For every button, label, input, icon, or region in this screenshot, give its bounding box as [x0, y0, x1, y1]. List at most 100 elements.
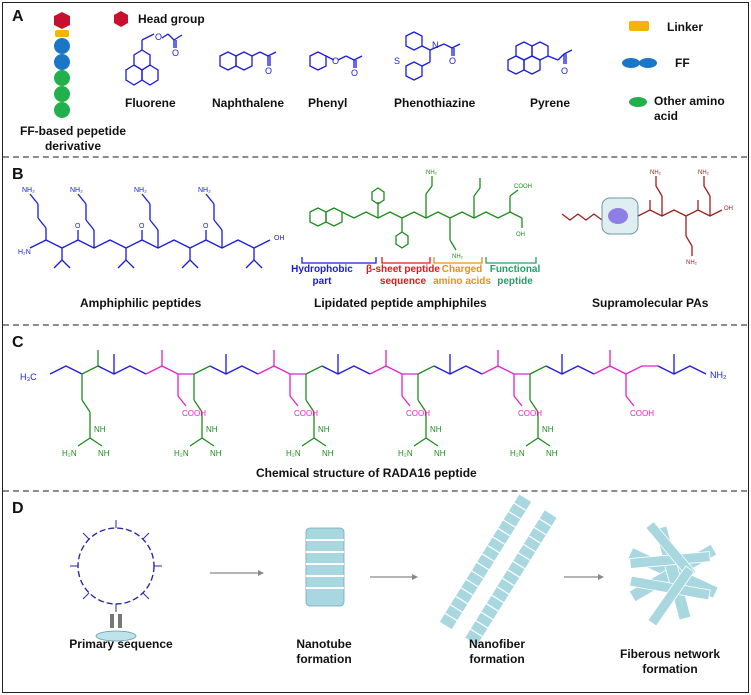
svg-text:O: O [172, 48, 179, 58]
ff-bead-1 [54, 38, 70, 54]
atom-nh2-4: NH₂ [198, 187, 211, 194]
atom-nh2-pa-1: NH₂ [650, 170, 662, 176]
separator-b-c [3, 324, 747, 326]
nanofibers [439, 494, 557, 646]
segment-beta-sheet: β-sheet peptide sequence [366, 264, 440, 287]
svg-text:O: O [332, 56, 339, 66]
linker-legend-icon [629, 21, 649, 31]
panel-a-label: A [12, 8, 24, 25]
fluorene-label: Fluorene [125, 96, 176, 110]
atom-nh-5: NH [542, 425, 554, 434]
atom-o-2: O [139, 223, 145, 230]
atom-h2n-4: H₂N [398, 449, 413, 458]
atom-h2n-5: H₂N [510, 449, 525, 458]
separator-a-b [3, 156, 747, 158]
rada16-structure: H₃C NH₂ COOH COOH COOH COOH COOH NH NH N… [20, 350, 727, 458]
other-amino-acid-legend-icon [629, 97, 647, 107]
atom-nh-6: NH [98, 449, 110, 458]
atom-cooh-3: COOH [406, 409, 430, 418]
amino-acid-bead-2 [54, 86, 70, 102]
amphiphilic-peptides-caption: Amphiphilic peptides [80, 296, 202, 310]
atom-cooh-5: COOH [630, 409, 654, 418]
segment-charged: Charged amino acids [433, 264, 491, 287]
head-group-legend-label: Head group [138, 12, 205, 26]
amino-acid-bead-3 [54, 102, 70, 118]
atom-cooh-top: COOH [514, 184, 532, 190]
atom-o-1: O [75, 223, 81, 230]
fibrous-network [627, 520, 719, 627]
phenyl-structure: O O [309, 51, 363, 78]
atom-oh: OH [274, 235, 285, 242]
ff-derivative-stack [54, 12, 70, 118]
step-fibrous-network: Fiberous network formation [619, 647, 720, 676]
separator-c-d [3, 490, 747, 492]
naphthalene-label: Naphthalene [212, 96, 285, 110]
fluorene-structure: O O [125, 32, 183, 86]
atom-nh-1: NH [94, 425, 106, 434]
atom-acetyl: H₃C [20, 372, 37, 382]
linker-legend-label: Linker [667, 20, 704, 34]
segment-hydrophobic: Hydrophobic part [291, 264, 353, 287]
rada16-caption: Chemical structure of RADA16 peptide [256, 466, 477, 480]
atom-nh-10: NH [546, 449, 558, 458]
naphthalene-structure: O [219, 51, 277, 76]
head-group-hexagon [54, 12, 70, 29]
guest-moiety [608, 208, 628, 224]
arrow-1 [210, 570, 264, 576]
lipidated-peptide-structure: COOH OH NH₂ NH₂ [309, 170, 532, 260]
atom-nh2-pa-3: NH₂ [686, 260, 698, 266]
ff-bead-2 [54, 54, 70, 70]
atom-nh-3: NH [318, 425, 330, 434]
atom-nh-8: NH [322, 449, 334, 458]
panel-c-label: C [12, 334, 24, 351]
linker-block [55, 30, 69, 37]
head-group-legend-icon [114, 11, 128, 27]
atom-nh-2: NH [206, 425, 218, 434]
atom-nh2-pa-2: NH₂ [698, 170, 710, 176]
step-nanofiber: Nanofiber formation [468, 637, 525, 666]
atom-nh2-lipid-2: NH₂ [452, 254, 464, 260]
pyrene-structure: O [507, 41, 573, 76]
svg-text:O: O [155, 32, 162, 42]
lipidated-peptides-caption: Lipidated peptide amphiphiles [314, 296, 487, 310]
atom-nh-7: NH [210, 449, 222, 458]
atom-cooh-1: COOH [182, 409, 206, 418]
svg-text:O: O [265, 66, 272, 76]
step-primary-sequence: Primary sequence [69, 637, 173, 651]
atom-h2n-2: H₂N [174, 449, 189, 458]
arrow-3 [564, 574, 604, 580]
step-nanotube: Nanotube formation [296, 637, 352, 666]
svg-text:O: O [449, 56, 456, 66]
primary-sequence-ring [70, 520, 162, 642]
arrow-2 [370, 574, 418, 580]
svg-text:N: N [432, 40, 439, 50]
atom-nh2-3: NH₂ [134, 187, 147, 194]
atom-nh-4: NH [430, 425, 442, 434]
panel-b-label: B [12, 166, 24, 183]
ff-derivative-caption: FF-based pepetide derivative [19, 124, 126, 153]
svg-text:O: O [561, 66, 568, 76]
segment-functional: Functional peptide [489, 264, 541, 287]
phenothiazine-label: Phenothiazine [394, 96, 476, 110]
atom-cooh-4: COOH [518, 409, 542, 418]
amino-acid-bead-1 [54, 70, 70, 86]
other-amino-acid-legend-label: Other amino acid [654, 94, 725, 123]
segment-brackets [301, 257, 537, 264]
nanotube-stack [305, 527, 345, 607]
atom-nh2-1: NH₂ [22, 187, 35, 194]
ff-legend-icon [622, 58, 657, 68]
atom-c-terminal-nh2: NH₂ [710, 370, 727, 380]
atom-h2n-3: H₂N [286, 449, 301, 458]
svg-text:O: O [351, 68, 358, 78]
supramolecular-caption: Supramolecular PAs [592, 296, 709, 310]
atom-o-3: O [203, 223, 209, 230]
atom-oh-pa: OH [724, 206, 733, 212]
amphiphilic-peptide-structure: NH₂ NH₂ NH₂ NH₂ H₂N OH O O O [18, 187, 285, 269]
atom-cooh-2: COOH [294, 409, 318, 418]
atom-nh-9: NH [434, 449, 446, 458]
phenyl-label: Phenyl [308, 96, 348, 110]
phenothiazine-structure: S N O [394, 31, 461, 81]
ff-legend-label: FF [675, 56, 690, 70]
atom-h2n-1: H₂N [62, 449, 77, 458]
